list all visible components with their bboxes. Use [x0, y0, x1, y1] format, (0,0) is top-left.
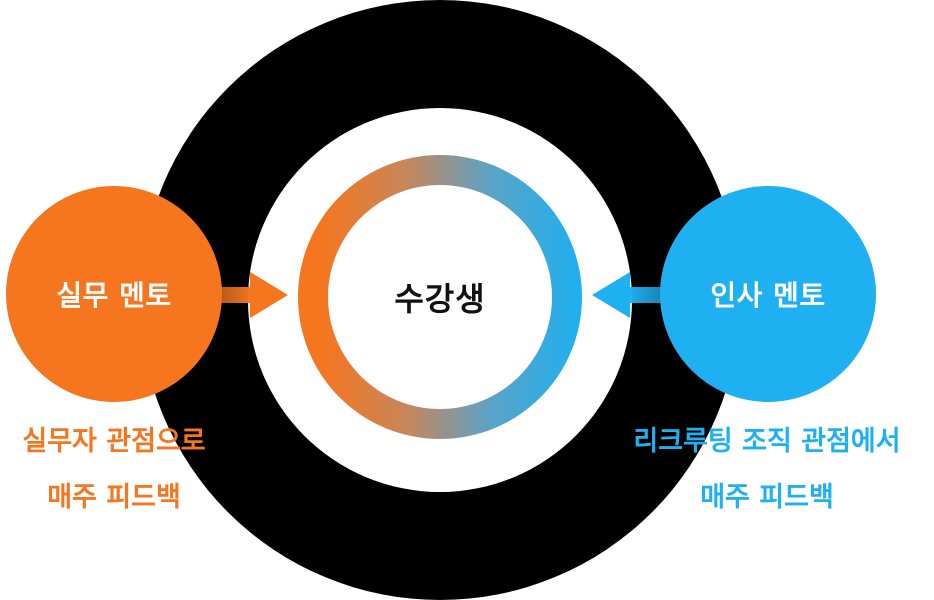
- practical-caption-line-1: 실무자 관점으로: [22, 426, 206, 457]
- practical-mentor-caption: 실무자 관점으로 매주 피드백: [0, 414, 228, 526]
- hr-caption-line-2: 매주 피드백: [700, 482, 834, 513]
- practical-caption-line-2: 매주 피드백: [47, 482, 181, 513]
- hr-mentor-label: 인사 멘토: [710, 279, 826, 312]
- arrow-right-icon: [220, 272, 288, 318]
- student-node: 수강생: [328, 185, 552, 409]
- arrow-left-icon: [592, 272, 662, 318]
- practical-mentor-node: 실무 멘토: [6, 186, 222, 402]
- practical-mentor-label: 실무 멘토: [56, 279, 172, 312]
- hr-mentor-caption: 리크루팅 조직 관점에서 매주 피드백: [600, 414, 934, 526]
- hr-caption-line-1: 리크루팅 조직 관점에서: [633, 426, 901, 457]
- student-label: 수강생: [394, 280, 486, 318]
- hr-mentor-node: 인사 멘토: [660, 186, 876, 402]
